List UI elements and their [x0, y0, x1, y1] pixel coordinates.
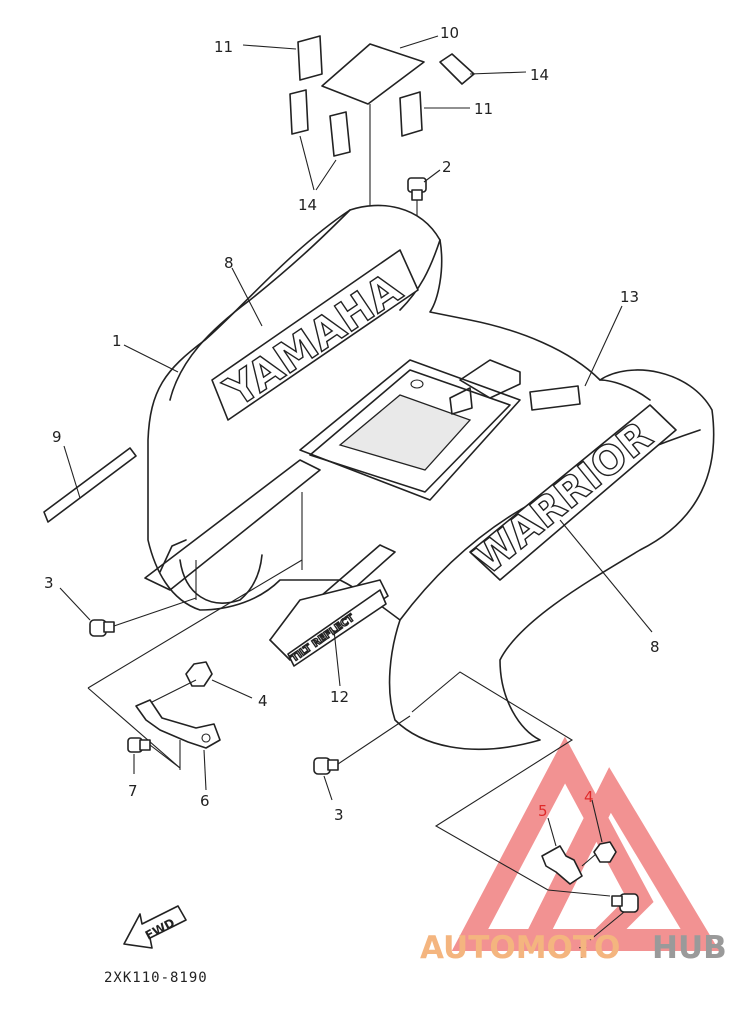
bolt-3-left	[59, 587, 197, 637]
callout-14-left: 14	[298, 196, 317, 214]
callout-13: 13	[620, 288, 639, 306]
watermark-brand: AUTOMOTO HUB	[420, 930, 727, 966]
callout-8-right: 8	[650, 638, 660, 656]
callout-11-left: 11	[214, 38, 233, 56]
decal-14-left-pair	[289, 89, 351, 191]
callout-5: 5	[538, 802, 548, 820]
callout-8-left: 8	[224, 254, 234, 272]
bracket-5	[541, 817, 583, 885]
callout-3-right: 3	[334, 806, 344, 824]
callout-12: 12	[330, 688, 349, 706]
bolt-7-right	[589, 893, 639, 941]
assembly-outline-left	[87, 559, 303, 770]
callout-7-left: 7	[128, 782, 138, 800]
callout-11-right: 11	[474, 100, 493, 118]
callout-10: 10	[440, 24, 459, 42]
callout-3-left: 3	[44, 574, 54, 592]
callout-labels: 1 2 3 3 4 4 5 6 7 7 8 8 9 10 11 11 12 13…	[44, 24, 660, 962]
decal-strip-9	[43, 445, 137, 523]
diagram-code: 2XK110-8190	[104, 970, 208, 986]
nut-4-right	[581, 799, 617, 867]
decal-11-right	[399, 91, 470, 137]
bracket-6	[135, 699, 221, 791]
callout-2: 2	[442, 158, 452, 176]
callout-4-right: 4	[584, 788, 594, 806]
assembly-outline-right	[411, 671, 611, 897]
fwd-arrow: FWD	[123, 905, 187, 949]
callout-7-right: 7	[578, 944, 588, 962]
callout-14-right: 14	[530, 66, 549, 84]
callout-1: 1	[112, 332, 122, 350]
decal-14-right	[439, 53, 527, 85]
watermark-right-text: HUB	[652, 930, 727, 966]
bolt-3-right	[313, 715, 411, 801]
bolt-7-left	[127, 737, 181, 774]
watermark-left-text: AUTOMOTO	[420, 930, 620, 966]
nut-4-left	[147, 661, 253, 705]
decal-11-left	[242, 35, 323, 81]
callout-9: 9	[52, 428, 62, 446]
decal-sheet-10	[321, 35, 439, 105]
watermark-triangle-logo	[451, 736, 720, 951]
callout-4-left: 4	[258, 692, 268, 710]
callout-6: 6	[200, 792, 210, 810]
